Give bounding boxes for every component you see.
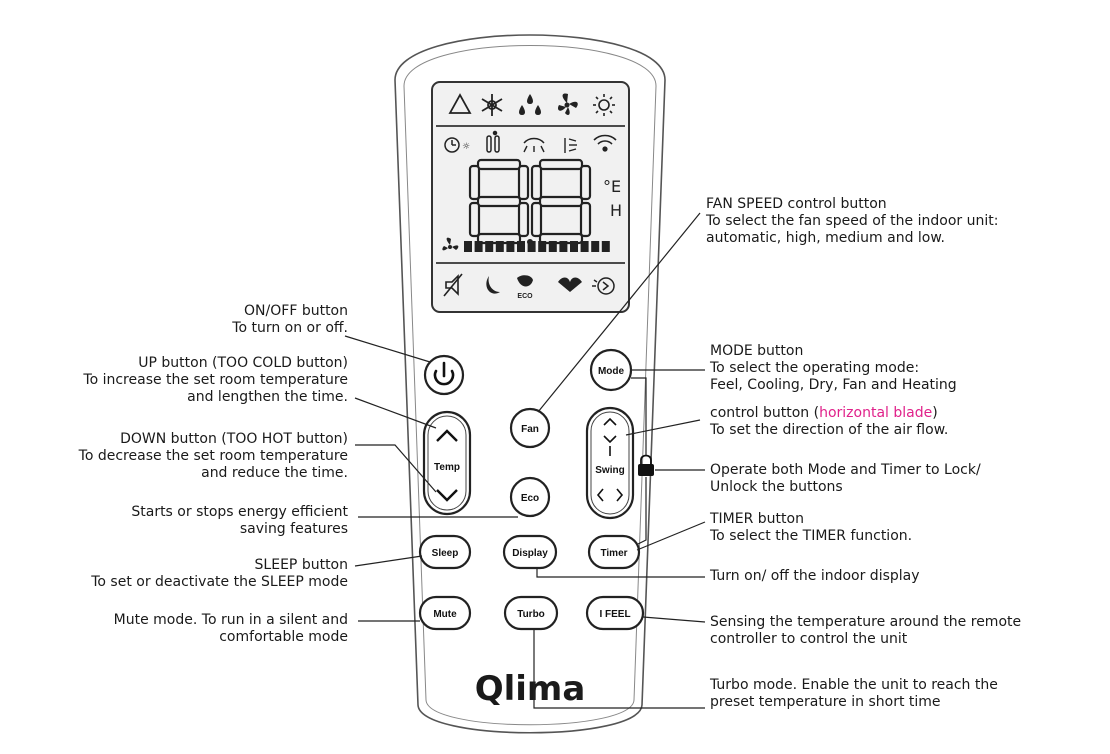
svg-text:Mute: Mute bbox=[433, 609, 457, 620]
fan-speed-segment bbox=[506, 241, 515, 252]
svg-text:I FEEL: I FEEL bbox=[599, 609, 630, 620]
fan-speed-segment bbox=[591, 241, 600, 252]
timer-button[interactable]: Timer bbox=[587, 534, 641, 570]
heat-mode-icon bbox=[593, 94, 615, 116]
svg-text:Eco: Eco bbox=[521, 493, 539, 504]
temp-down-chevron-icon[interactable] bbox=[436, 489, 458, 502]
temp-up-chevron-icon[interactable] bbox=[436, 429, 458, 442]
leader-down bbox=[355, 444, 437, 493]
swing-horizontal-icon bbox=[564, 138, 577, 153]
svg-text:Fan: Fan bbox=[521, 424, 539, 435]
turbo-button[interactable]: Turbo bbox=[503, 595, 559, 631]
annotation-ifeel: Sensing the temperature around the remot… bbox=[710, 614, 1022, 647]
leader-on-off bbox=[344, 335, 431, 363]
leader-sleep bbox=[354, 555, 423, 567]
digit-display bbox=[468, 158, 592, 245]
swing-horizontal-arrows-icon bbox=[596, 488, 624, 502]
svg-text:Mode: Mode bbox=[598, 366, 625, 377]
swing-vertical-arrows-icon bbox=[603, 417, 617, 456]
eco-button[interactable]: Eco bbox=[509, 476, 551, 518]
fan-button[interactable]: Fan bbox=[509, 407, 551, 449]
leader-fan-speed bbox=[537, 212, 701, 413]
svg-text:ECO: ECO bbox=[517, 293, 533, 300]
sleep-button[interactable]: Sleep bbox=[418, 534, 472, 570]
swing-vertical-icon bbox=[523, 137, 545, 153]
svg-text:Turbo: Turbo bbox=[517, 609, 545, 620]
power-icon bbox=[433, 369, 455, 386]
fan-speed-segment bbox=[601, 241, 610, 252]
annotation-up: UP button (TOO COLD button)To increase t… bbox=[83, 355, 348, 405]
fan-speed-bar bbox=[464, 241, 610, 252]
fan-speed-segment bbox=[538, 241, 547, 252]
mute-button[interactable]: Mute bbox=[418, 595, 472, 631]
svg-text:Display: Display bbox=[512, 548, 548, 559]
leader-up bbox=[354, 397, 437, 429]
ifeel-button[interactable]: I FEEL bbox=[585, 595, 645, 631]
wifi-icon bbox=[593, 134, 617, 152]
annotation-swing: control button (horizontal blade) To set… bbox=[710, 405, 949, 438]
dry-mode-icon bbox=[519, 94, 541, 115]
turbo-status-icon bbox=[558, 277, 582, 292]
annotation-lock: Operate both Mode and Timer to Lock/Unlo… bbox=[710, 462, 981, 495]
svg-text:Sleep: Sleep bbox=[432, 548, 459, 559]
leader-display bbox=[536, 568, 705, 578]
fan-speed-segment bbox=[570, 241, 578, 252]
power-button[interactable] bbox=[423, 354, 465, 396]
temp-rocker-button[interactable]: Temp bbox=[422, 410, 472, 516]
lock-icon bbox=[638, 454, 654, 476]
fan-speed-segment bbox=[548, 241, 557, 252]
annotation-display: Turn on/ off the indoor display bbox=[710, 568, 920, 584]
leader-timer bbox=[636, 521, 706, 551]
annotation-down: DOWN button (TOO HOT button)To decrease … bbox=[78, 431, 348, 481]
fan-speed-segment bbox=[559, 241, 568, 252]
auto-mode-icon bbox=[448, 93, 472, 114]
fan-speed-segment bbox=[485, 241, 494, 252]
leader-lock-top bbox=[631, 377, 647, 455]
fan-speed-segment bbox=[474, 241, 483, 252]
ifeel-clock-icon bbox=[592, 277, 615, 295]
display-button[interactable]: Display bbox=[502, 534, 558, 570]
annotation-turbo: Turbo mode. Enable the unit to reach the… bbox=[710, 677, 998, 710]
highlight-horizontal-blade: horizontal blade bbox=[819, 405, 933, 421]
swing-rocker-button[interactable]: Swing bbox=[585, 406, 635, 520]
sleep-status-icon bbox=[486, 276, 500, 294]
remote-body-inner bbox=[403, 45, 657, 726]
fan-speed-segment bbox=[464, 241, 472, 252]
mode-button[interactable]: Mode bbox=[589, 348, 633, 392]
svg-text:Temp: Temp bbox=[434, 462, 460, 473]
leader-turbo bbox=[533, 629, 705, 709]
fan-speed-segment bbox=[527, 241, 536, 252]
leader-swing bbox=[625, 419, 701, 436]
fan-speed-segment bbox=[495, 241, 504, 252]
svg-text:Timer: Timer bbox=[600, 548, 627, 559]
svg-text:☼: ☼ bbox=[462, 142, 470, 152]
fan-speed-segment bbox=[517, 241, 525, 252]
unit-celsius: °E bbox=[603, 177, 621, 196]
fan-mode-icon bbox=[557, 93, 578, 115]
unit-h: H bbox=[610, 201, 622, 220]
leader-lock-bottom bbox=[637, 477, 647, 545]
leader-lines bbox=[344, 212, 706, 709]
mute-status-icon bbox=[443, 273, 463, 297]
timer-status-icon: ☼ bbox=[444, 137, 470, 153]
ifeel-status-icon bbox=[486, 130, 500, 153]
fan-speed-icon bbox=[442, 237, 459, 251]
fan-speed-segment bbox=[580, 241, 589, 252]
cool-mode-icon bbox=[481, 94, 503, 116]
svg-text:Swing: Swing bbox=[595, 465, 624, 476]
brand-logo: Qlima bbox=[475, 669, 586, 709]
leader-ifeel bbox=[642, 616, 706, 623]
lcd-screen bbox=[431, 81, 630, 313]
eco-status-icon: ECO bbox=[517, 275, 533, 300]
